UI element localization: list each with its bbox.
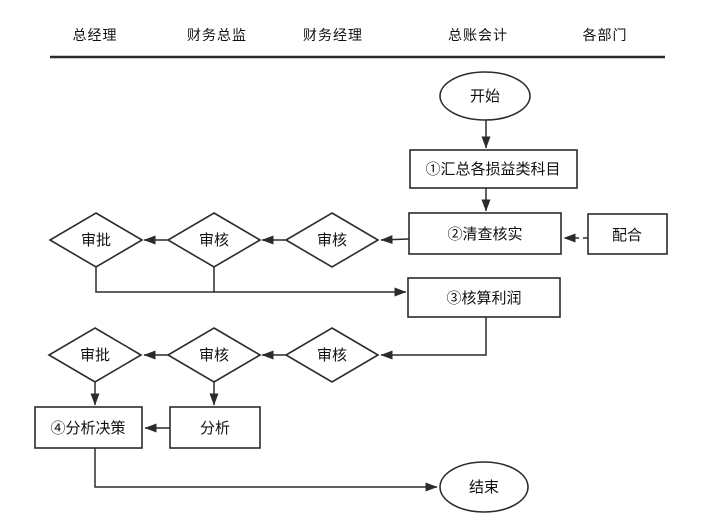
connector-profit-to-review3 [380, 317, 487, 360]
review3-label: 审核 [317, 346, 347, 364]
end-oval [439, 461, 529, 513]
profit-label: ③核算利润 [446, 289, 521, 307]
review2-node: 审核 [166, 212, 262, 268]
decide-node: ④分析决策 [34, 406, 143, 449]
review4-node: 审核 [166, 327, 262, 383]
review4-diamond [166, 327, 262, 383]
cooperate-label: 配合 [612, 226, 642, 244]
approve1-node: 审批 [48, 212, 144, 268]
analyze-node: 分析 [169, 406, 261, 449]
end-node: 结束 [439, 461, 529, 513]
verify-box [408, 212, 562, 255]
end-label: 结束 [469, 478, 499, 496]
approve1-label: 审批 [81, 231, 111, 249]
review2-diamond [166, 212, 262, 268]
cooperate-box [587, 213, 668, 255]
review1-node: 审核 [284, 212, 380, 268]
analyze-box [169, 406, 261, 449]
decide-box [34, 406, 143, 449]
lane-label-departments: 各部门 [583, 28, 628, 44]
decide-label: ④分析决策 [50, 419, 125, 437]
connector-approve1-to-profit [95, 267, 407, 297]
summarize-node: ①汇总各损益类科目 [409, 149, 578, 189]
profit-node: ③核算利润 [407, 277, 561, 318]
cooperate-node: 配合 [587, 213, 668, 255]
connector-decide-to-end [94, 448, 438, 492]
start-label: 开始 [470, 87, 500, 105]
review4-label: 审核 [199, 346, 229, 364]
review2-label: 审核 [199, 231, 229, 249]
lane-label-gl-accountant: 总账会计 [448, 28, 508, 44]
review1-diamond [284, 212, 380, 268]
verify-node: ②清查核实 [408, 212, 562, 255]
profit-box [407, 277, 561, 318]
approve2-label: 审批 [80, 346, 110, 364]
verify-label: ②清查核实 [447, 225, 522, 243]
start-oval [439, 71, 531, 121]
approve2-node: 审批 [47, 327, 143, 383]
approve1-diamond [48, 212, 144, 268]
summarize-label: ①汇总各损益类科目 [425, 160, 560, 178]
summarize-box [409, 149, 578, 189]
lane-header: 总经理 财务总监 财务经理 总账会计 各部门 [50, 28, 665, 59]
lane-label-finance-director: 财务总监 [187, 28, 247, 44]
review1-label: 审核 [317, 231, 347, 249]
analyze-label: 分析 [200, 419, 230, 437]
connectors [90, 120, 588, 492]
review3-diamond [284, 327, 380, 383]
review3-node: 审核 [284, 327, 380, 383]
approve2-diamond [47, 327, 143, 383]
lane-label-finance-manager: 财务经理 [303, 28, 363, 44]
start-node: 开始 [439, 71, 531, 121]
lane-label-general-manager: 总经理 [73, 28, 118, 44]
connector-verify-to-review1 [380, 235, 410, 245]
